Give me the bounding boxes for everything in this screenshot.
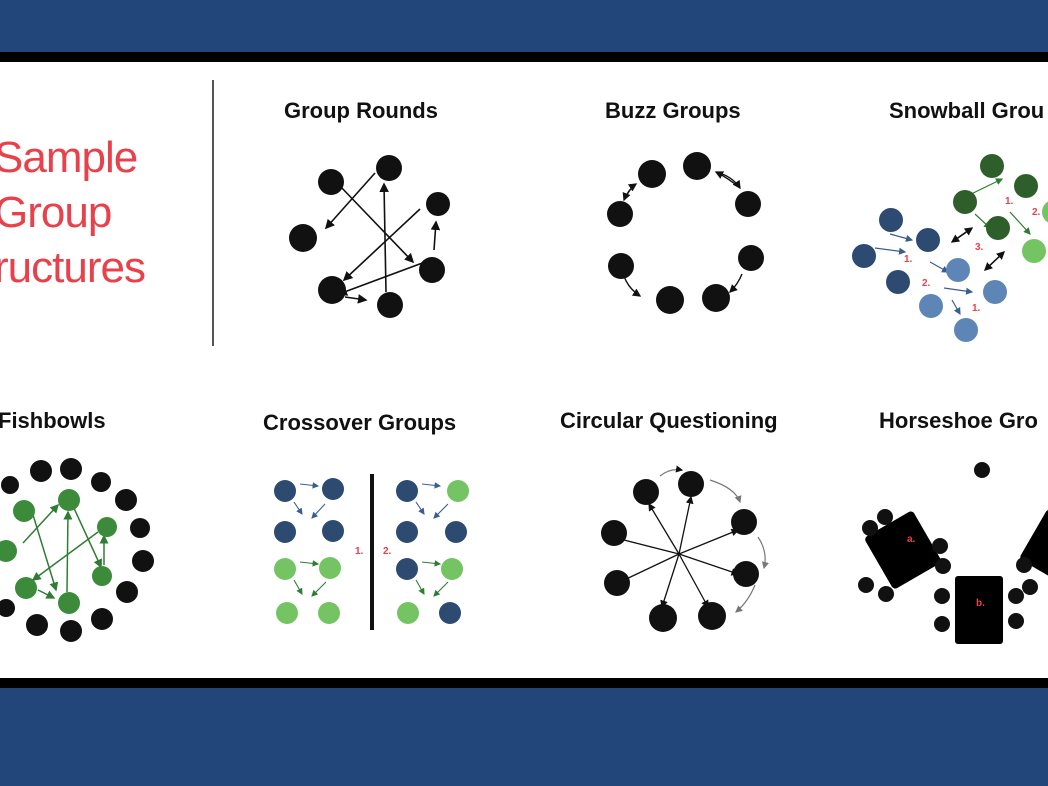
- crossover-left-people: [274, 478, 344, 624]
- buzz-groups-title: Buzz Groups: [605, 98, 741, 123]
- snowball-light-green-people: [1022, 201, 1048, 263]
- crossover-step-markers: 1. 2.: [355, 546, 392, 557]
- slide-title: Sample Group ructures: [0, 130, 146, 295]
- title-line-3: ructures: [0, 243, 146, 292]
- crossover-step-2: 2.: [383, 546, 392, 557]
- snowball-step-2b: 2.: [922, 278, 931, 289]
- title-divider: [212, 80, 214, 346]
- snowball-black-arrows: [950, 227, 1006, 271]
- crossover-step-1: 1.: [355, 546, 364, 557]
- horseshoe-label-b: b.: [976, 598, 985, 609]
- buzz-groups-people: [607, 152, 764, 314]
- fishbowl-outer-circle: [0, 458, 154, 642]
- fishbowls-diagram: [0, 458, 154, 642]
- snowball-step-3: 3.: [975, 242, 984, 253]
- buzz-groups-diagram: [607, 152, 764, 314]
- title-line-1: Sample: [0, 133, 138, 182]
- slide-panel: Sample Group ructures Group Rounds Buzz …: [0, 62, 1048, 678]
- group-rounds-arrows: [324, 172, 441, 304]
- horseshoe-table-b: [955, 576, 1003, 644]
- snowball-step-1a: 1.: [1005, 196, 1014, 207]
- snowball-groups-diagram: 1. 2. 3. 1. 2. 1.: [852, 154, 1048, 342]
- snowball-groups-title: Snowball Grou: [889, 98, 1045, 123]
- snowball-dark-green-people: [953, 154, 1038, 240]
- crossover-groups-title: Crossover Groups: [263, 410, 457, 435]
- top-banner: [0, 0, 1048, 52]
- circular-questioning-title: Circular Questioning: [560, 408, 778, 433]
- group-rounds-diagram: [289, 155, 450, 318]
- cq-spokes: [614, 495, 740, 609]
- horseshoe-groups-diagram: a. b.: [858, 462, 1048, 644]
- fishbowl-arrows: [22, 503, 109, 599]
- snowball-light-blue-people: [919, 258, 1007, 342]
- horseshoe-facilitator: [974, 462, 990, 478]
- snowball-step-markers: 1. 2. 3. 1. 2. 1.: [904, 196, 1041, 314]
- horseshoe-groups-title: Horseshoe Gro: [879, 408, 1038, 433]
- bottom-banner: [0, 688, 1048, 786]
- bottom-rule: [0, 678, 1048, 688]
- group-rounds-title: Group Rounds: [284, 98, 438, 123]
- crossover-right-people: [396, 480, 469, 624]
- snowball-navy-people: [852, 208, 940, 294]
- diagrams-canvas: 1. 2. 3. 1. 2. 1.: [0, 152, 1048, 644]
- cq-people: [601, 471, 759, 632]
- horseshoe-table-labels: a. b.: [907, 534, 985, 609]
- snowball-step-1b: 1.: [904, 254, 913, 265]
- crossover-arrows: [293, 482, 449, 597]
- top-rule: [0, 52, 1048, 62]
- crossover-groups-diagram: 1. 2.: [274, 474, 469, 630]
- fishbowls-title: Fishbowls: [0, 408, 106, 433]
- buzz-groups-arrows: [622, 171, 743, 297]
- horseshoe-table-c: [1020, 509, 1048, 583]
- group-rounds-people: [289, 155, 450, 318]
- horseshoe-chairs: [858, 509, 1038, 632]
- title-line-2: Group: [0, 188, 112, 237]
- circular-questioning-diagram: [601, 465, 769, 632]
- snowball-step-2a: 2.: [1032, 207, 1041, 218]
- horseshoe-table-a: [865, 511, 941, 589]
- horseshoe-label-a: a.: [907, 534, 916, 545]
- fishbowl-inner-circle: [0, 489, 117, 614]
- cq-outer-arrows: [659, 465, 769, 613]
- snowball-step-1c: 1.: [972, 303, 981, 314]
